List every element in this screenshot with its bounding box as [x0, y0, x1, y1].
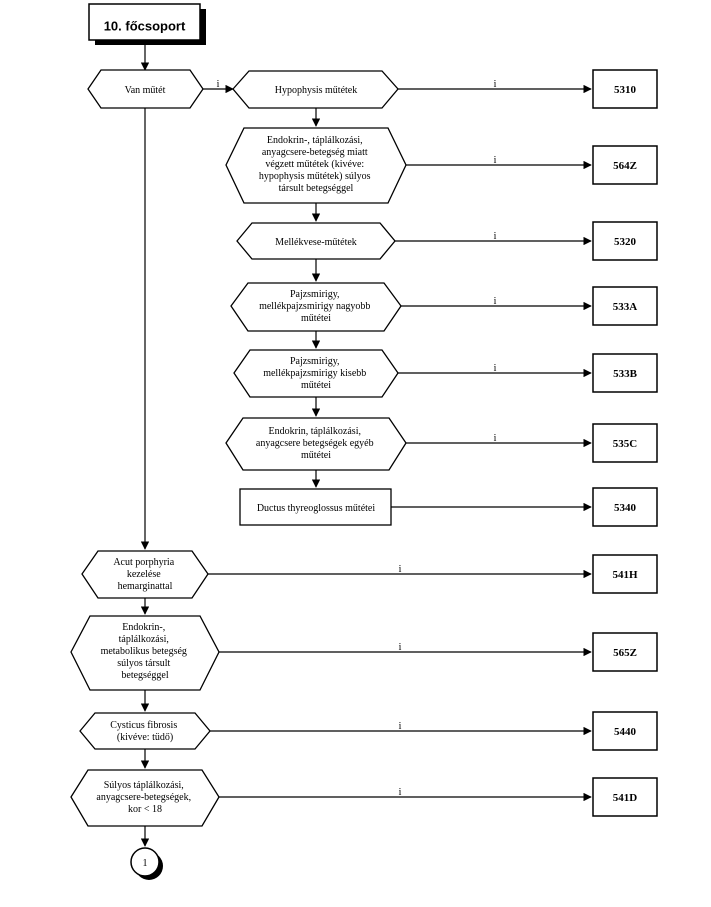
edge-label: i [494, 155, 497, 166]
header-box: 10. főcsoport [88, 3, 206, 45]
decision-mellekvese-label: Mellékvese-műtétek [275, 237, 357, 248]
outcome-label: 5310 [614, 84, 637, 96]
decision-van-mutet [87, 69, 204, 109]
outcome-label: 5340 [614, 502, 637, 514]
edge-label: i [399, 642, 402, 653]
outcome-box-535C [592, 423, 658, 463]
outcome-label: 541H [612, 569, 638, 581]
off-page-connector: 1 [130, 847, 163, 880]
outcome-label: 565Z [613, 647, 637, 659]
decision-endokrin-egyeb-label: Endokrin, táplálkozási, anyagcsere beteg… [256, 426, 376, 461]
decision-pajzsmirigy-kisebb [233, 349, 399, 398]
outcome-label: 541D [613, 792, 638, 804]
decision-pajzsmirigy-nagyobb-label: Pajzsmirigy, mellékpajzsmirigy nagyobb m… [259, 289, 373, 324]
decision-sulyos-taplalkozasi [70, 769, 220, 827]
connector-label: 1 [143, 858, 148, 869]
decision-van-mutet-label: Van műtét [125, 85, 166, 96]
edge-label: i [494, 363, 497, 374]
outcome-label: 533B [613, 368, 638, 380]
decision-endokrin-egyeb [225, 417, 407, 471]
edge-label: i [494, 296, 497, 307]
decision-cysticus-fibrosis [79, 712, 211, 750]
outcome-box-565Z [592, 632, 658, 672]
outcome-label: 5320 [614, 236, 637, 248]
decision-hypophysis-label: Hypophysis műtétek [275, 85, 358, 96]
edge-label: i [399, 564, 402, 575]
outcome-box-541D [592, 777, 658, 817]
edge-label: i [399, 721, 402, 732]
outcome-box-5310 [592, 69, 658, 109]
outcome-box-533A [592, 286, 658, 326]
decision-sulyos-taplalkozasi-label: Súlyos táplálkozási, anyagcsere-betegség… [96, 780, 193, 815]
decision-acut-porphyria-label: Acut porphyria kezelése hemarginattal [113, 557, 176, 592]
decision-endokrin-metabolikus [70, 615, 220, 691]
edge-label: i [494, 433, 497, 444]
edge-label: i [399, 787, 402, 798]
edge-label: i [494, 79, 497, 90]
decision-hypophysis [232, 70, 399, 109]
decision-acut-porphyria [81, 550, 209, 599]
process-ductus-label: Ductus thyreoglossus műtétei [257, 503, 376, 514]
decision-cysticus-fibrosis-label: Cysticus fibrosis (kivéve: tüdő) [110, 720, 179, 743]
outcome-label: 533A [613, 301, 638, 313]
edge-label: i [217, 79, 220, 90]
decision-endokrin-metabolikus-label: Endokrin-, táplálkozási, metabolikus bet… [101, 622, 190, 681]
process-ductus [239, 488, 392, 526]
decision-mellekvese [236, 222, 396, 260]
decision-endokrin-tapl-label: Endokrin-, táplálkozási, anyagcsere-bete… [259, 135, 373, 194]
decision-pajzsmirigy-kisebb-label: Pajzsmirigy, mellékpajzsmirigy kisebb mű… [263, 356, 369, 391]
decision-endokrin-tapl [225, 127, 407, 204]
outcome-label: 564Z [613, 160, 637, 172]
edge-labels: i i i i i i i i i i i [217, 79, 497, 798]
outcome-box-5320 [592, 221, 658, 261]
outcome-label: 535C [613, 438, 638, 450]
outcome-box-5340 [592, 487, 658, 527]
outcome-box-533B [592, 353, 658, 393]
outcome-box-541H [592, 554, 658, 594]
header-label: 10. főcsoport [104, 18, 186, 33]
outcome-box-564Z [592, 145, 658, 185]
outcome-label: 5440 [614, 726, 637, 738]
outcome-box-5440 [592, 711, 658, 751]
connector-lines [140, 42, 592, 847]
edge-label: i [494, 231, 497, 242]
decision-pajzsmirigy-nagyobb [230, 282, 402, 332]
